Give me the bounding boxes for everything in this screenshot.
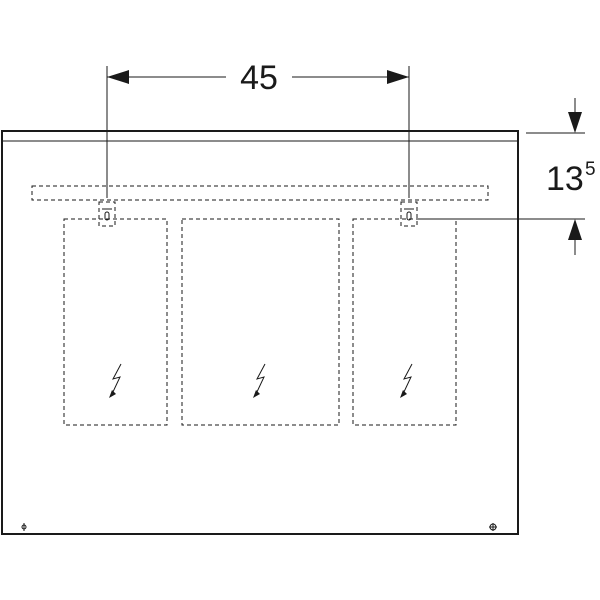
compartment-center	[182, 219, 339, 425]
dimension-value-vertical-superscript: 5	[585, 159, 596, 180]
lightning-bolt-icon	[109, 364, 121, 398]
dimension-vertical: 13 5	[416, 98, 596, 255]
dimension-horizontal: 45	[107, 59, 409, 198]
dimension-value-horizontal: 45	[240, 59, 278, 97]
lightning-bolt-icon	[400, 364, 412, 398]
arrow-right	[387, 70, 409, 84]
mounting-rail	[32, 186, 488, 200]
hanging-bracket-left	[99, 202, 115, 226]
arrow-bottom	[568, 219, 582, 240]
lightning-bolt-icon	[253, 364, 265, 398]
arrow-top	[568, 112, 582, 133]
screw-icon	[22, 523, 26, 531]
dimension-value-vertical: 13	[546, 160, 584, 198]
screw-icon	[489, 523, 497, 531]
cabinet-outline	[2, 131, 518, 534]
hanging-bracket-right	[401, 202, 417, 226]
arrow-left	[107, 70, 129, 84]
